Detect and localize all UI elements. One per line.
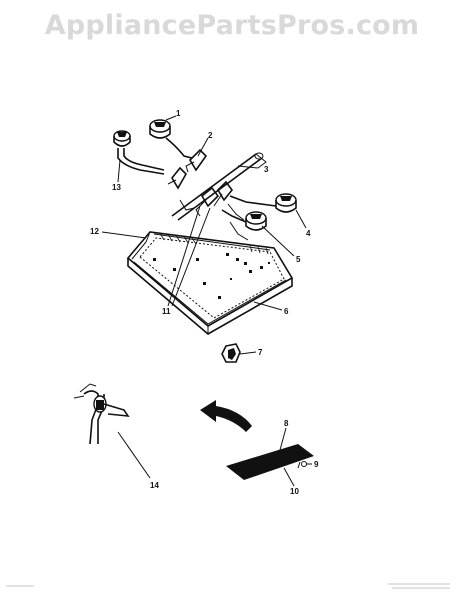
callout-11: 11 (162, 307, 171, 316)
callout-12: 12 (90, 227, 99, 236)
callout-6: 6 (284, 307, 289, 316)
footer-fineprint (6, 583, 450, 589)
igniter-14[interactable] (73, 383, 130, 445)
callout-10: 10 (290, 487, 299, 496)
burner-head-4[interactable] (229, 193, 297, 213)
site-watermark: AppliancePartsPros.com (44, 10, 420, 41)
callout-8: 8 (284, 419, 289, 428)
burner-head-5[interactable] (221, 209, 267, 231)
leader-lines (101, 115, 312, 487)
callout-13: 13 (112, 183, 121, 192)
callout-2: 2 (208, 131, 213, 140)
burner-valves[interactable] (167, 148, 249, 241)
manifold-pipe[interactable] (171, 152, 267, 221)
callout-9: 9 (314, 460, 319, 469)
callout-labels: 1 2 3 4 5 6 7 8 9 10 11 12 13 14 (90, 109, 319, 496)
callout-7: 7 (258, 348, 263, 357)
clip-7[interactable] (221, 343, 241, 363)
burner-head-13[interactable] (113, 130, 165, 175)
callout-4: 4 (306, 229, 311, 238)
screw-9[interactable] (297, 461, 307, 469)
callout-14: 14 (150, 481, 159, 490)
burner-tray[interactable] (126, 231, 294, 335)
insulation-pad[interactable] (226, 444, 314, 480)
callout-5: 5 (296, 255, 301, 264)
direction-arrow (200, 400, 252, 432)
callout-3: 3 (264, 165, 269, 174)
callout-1: 1 (176, 109, 181, 118)
burner-head-1[interactable] (149, 119, 193, 159)
